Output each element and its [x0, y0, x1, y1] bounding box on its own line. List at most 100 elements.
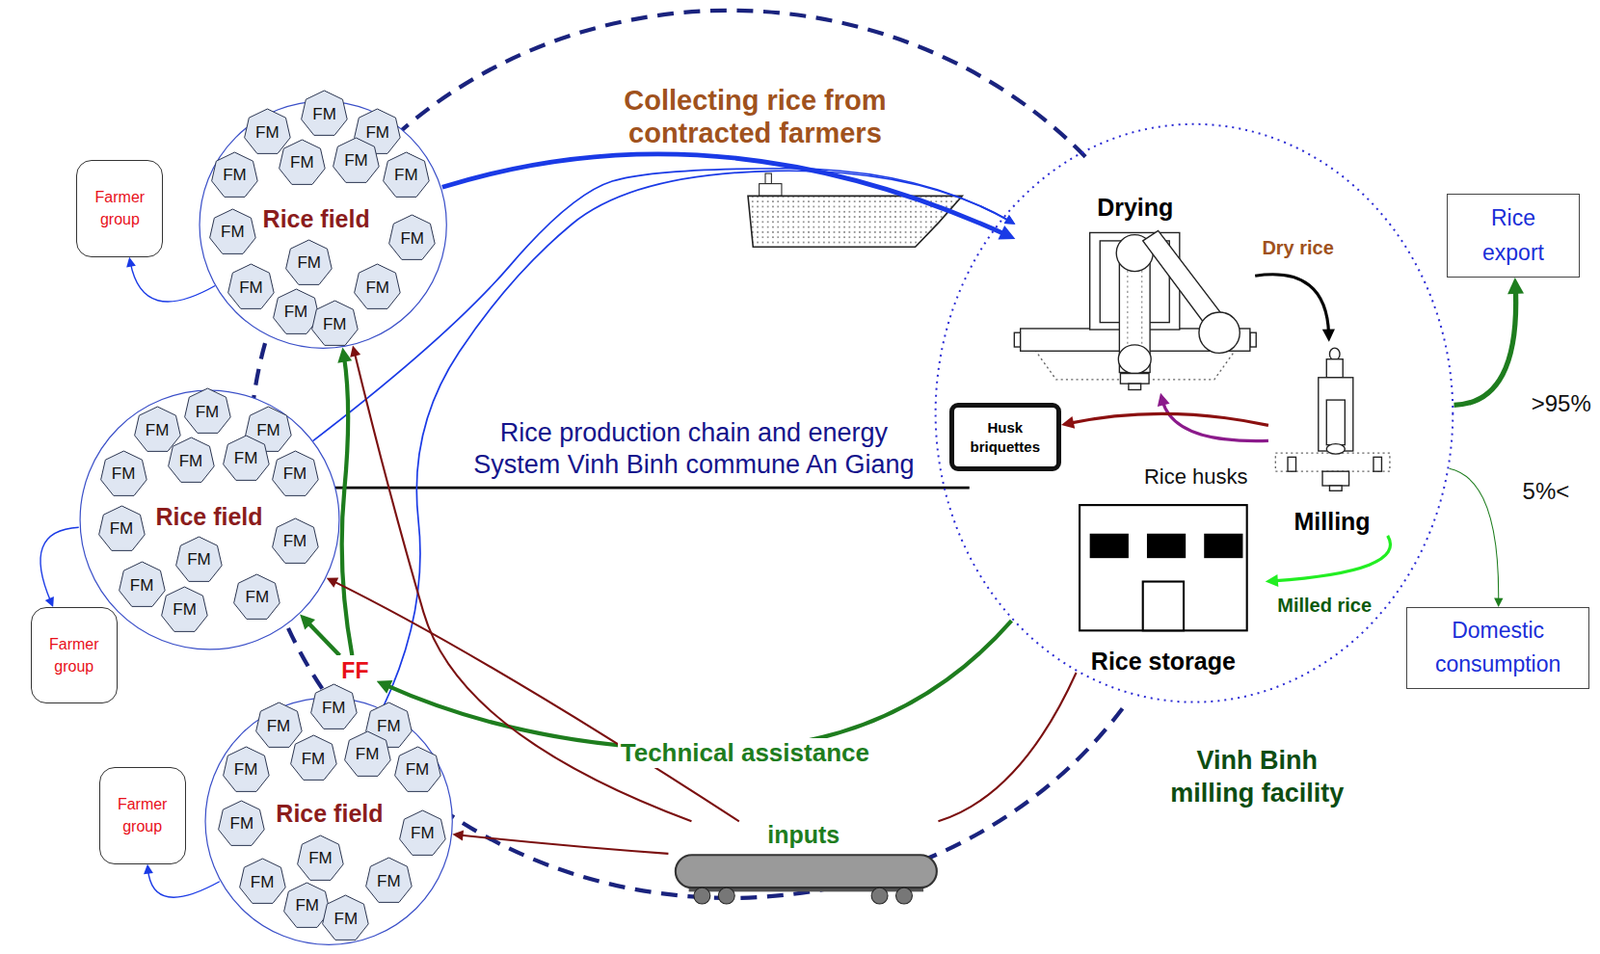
flow-connector	[1449, 468, 1504, 608]
farm-plot-heptagon-text: FM	[410, 824, 435, 844]
mill-base	[1329, 485, 1342, 491]
storage-building: Rice storage	[1061, 502, 1266, 676]
heptagon-shape	[100, 451, 147, 496]
heptagon-shape	[301, 90, 348, 135]
heptagon-shape	[279, 139, 326, 185]
heptagon-shape	[322, 895, 370, 940]
farm-plot-heptagon-text: FM	[365, 123, 390, 143]
farm-plot-heptagon: FM	[270, 517, 320, 567]
flow-connector	[382, 170, 1016, 709]
flow-line	[305, 620, 340, 656]
drying-machine-icon	[1013, 230, 1256, 390]
consumption-box: Domestic consumption	[1406, 607, 1591, 690]
arrow-head	[299, 613, 316, 630]
farm-plot-heptagon-text: FM	[234, 760, 259, 780]
farm-plot-heptagon-text: FM	[172, 600, 197, 620]
farm-plot-heptagon-text: FM	[256, 421, 281, 441]
farm-plot-heptagon-text: FM	[230, 814, 255, 834]
mill-knob	[1287, 456, 1296, 472]
farmer-group-box: Farmer group	[30, 607, 118, 705]
flow-line	[130, 263, 215, 302]
ff-tag-text: FF	[341, 658, 369, 685]
storage-building-text: Rice storage	[1061, 647, 1266, 676]
farm-plot-heptagon: FM	[381, 151, 431, 201]
briquette-box: Husk briquettes	[949, 402, 1062, 472]
inputs-train-text: inputs	[667, 821, 939, 850]
flow-line	[382, 170, 1011, 709]
farm-plot-heptagon-text: FM	[283, 464, 308, 484]
flow-line	[458, 834, 668, 854]
farm-plot-heptagon: FM	[216, 800, 267, 850]
facility-circle-shape	[934, 124, 1453, 703]
heptagon-shape	[239, 858, 286, 904]
flow-line	[148, 870, 220, 899]
farm-plot-heptagon-text: FM	[355, 745, 380, 765]
edge-label: Milled rice	[1274, 594, 1375, 617]
mill-body	[1318, 377, 1354, 452]
farm-plot-heptagon: FM	[309, 683, 359, 733]
farmer-group-box-text: Farmer group	[95, 186, 146, 231]
heptagon-shape	[133, 406, 181, 452]
machine-outlet	[1120, 373, 1149, 385]
heptagon-shape	[284, 882, 331, 928]
train-wheel	[693, 887, 711, 905]
mill-spout	[1329, 347, 1340, 361]
heptagon-shape	[210, 209, 257, 254]
heptagon-shape	[212, 152, 259, 197]
farm-plot-heptagon-text: FM	[312, 105, 337, 125]
building-wall	[1079, 505, 1248, 631]
flow-line	[384, 620, 1013, 750]
flow-line	[937, 672, 1076, 822]
flow-line	[1449, 468, 1499, 602]
farm-plot-heptagon: FM	[343, 730, 393, 780]
flow-connector	[40, 527, 80, 608]
ship-cabin	[759, 184, 782, 197]
farm-plot-heptagon: FM	[208, 208, 258, 258]
edge-label: >95%	[1528, 390, 1595, 418]
farmer-group-box-text: Farmer group	[117, 793, 168, 838]
rice-field-circle: Rice fieldFMFMFMFMFMFMFMFMFMFMFMFMFMFM	[204, 696, 454, 946]
part-label: Rice husks	[1142, 464, 1251, 490]
heptagon-shape	[394, 746, 441, 792]
farm-plot-heptagon: FM	[174, 535, 224, 586]
farm-plot-heptagon: FM	[226, 263, 276, 313]
heptagon-shape	[366, 857, 413, 903]
heptagon-shape	[271, 451, 319, 496]
farm-plot-heptagon-text: FM	[245, 587, 270, 608]
rice-field-circle: Rice fieldFMFMFMFMFMFMFMFMFMFMFMFMFMFM	[198, 100, 448, 349]
milling-machine: Milling	[1268, 342, 1396, 536]
inputs-train: inputs	[667, 821, 939, 906]
farm-plot-heptagon-text: FM	[109, 519, 134, 539]
drying-machine-text: Drying	[1014, 193, 1255, 222]
flow-line	[1254, 274, 1329, 335]
flow-line	[1454, 287, 1517, 405]
farm-plot-heptagon: FM	[238, 857, 288, 907]
farm-plot-heptagon-text: FM	[400, 229, 425, 249]
mill-knob	[1373, 456, 1382, 472]
farm-plot-heptagon: FM	[183, 387, 233, 437]
farm-plot-heptagon: FM	[289, 734, 339, 784]
farm-plot-heptagon: FM	[398, 809, 448, 859]
heptagon-shape	[297, 835, 345, 880]
heptagon-shape	[344, 731, 391, 776]
farm-plot-heptagon-text: FM	[250, 873, 275, 893]
heptagon-shape	[228, 264, 275, 309]
farm-plot-heptagon-text: FM	[290, 153, 315, 173]
train-wheel	[718, 887, 735, 905]
flow-connector	[1265, 535, 1391, 587]
farm-plot-heptagon: FM	[364, 856, 414, 907]
heptagon-shape	[161, 586, 209, 632]
farm-plot-heptagon-text: FM	[344, 151, 369, 171]
flow-connector	[1454, 277, 1525, 405]
farm-plot-heptagon-text: FM	[186, 550, 212, 570]
flow-line	[40, 527, 80, 602]
farm-plot-heptagon-text: FM	[334, 909, 359, 930]
farm-plot-heptagon-text: FM	[365, 278, 390, 298]
heptagon-shape	[234, 574, 281, 619]
farm-plot-heptagon-text: FM	[376, 872, 401, 892]
chain-loop	[249, 10, 1122, 899]
farm-plot-heptagon: FM	[97, 505, 147, 555]
farm-plot-heptagon: FM	[166, 436, 216, 486]
mill-base	[1322, 471, 1350, 486]
edge-label: Technical assistance	[617, 738, 873, 769]
